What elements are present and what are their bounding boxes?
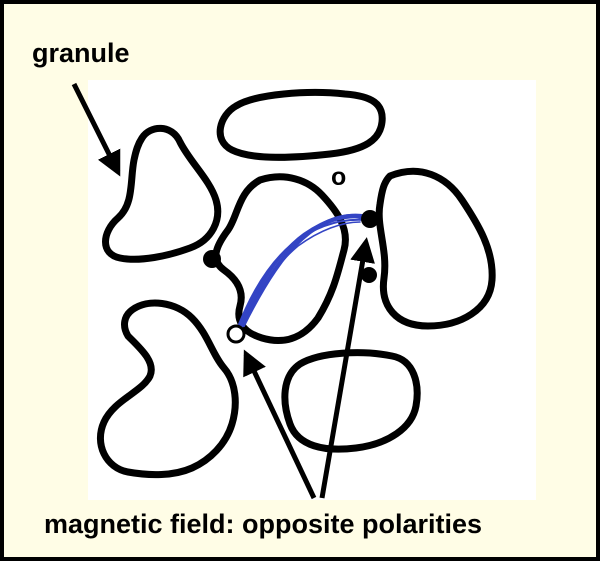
polarity-marker-label: o <box>331 163 346 192</box>
granule-label: granule <box>32 38 130 69</box>
hollow-dot-icon <box>228 326 244 342</box>
filled-dot-icon <box>361 210 379 228</box>
image-area <box>88 80 536 500</box>
filled-dot-icon <box>203 250 221 268</box>
figure-caption: magnetic field: opposite polarities <box>44 509 482 540</box>
